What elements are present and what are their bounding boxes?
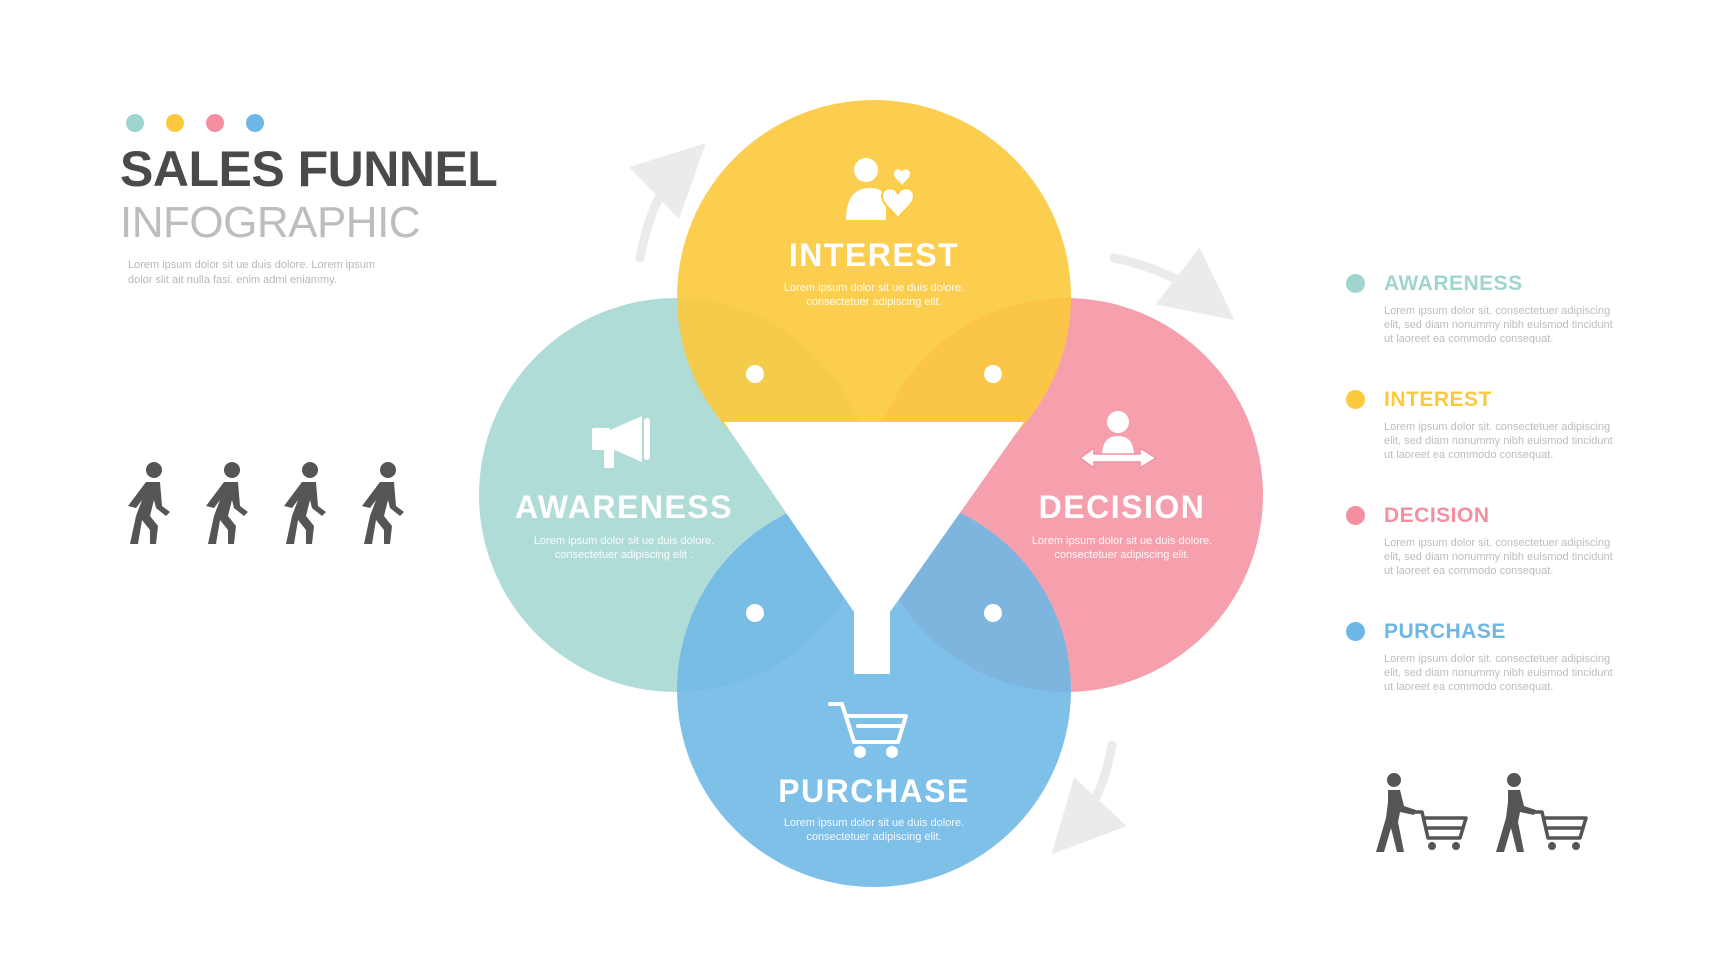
person-decision-icon xyxy=(1078,411,1158,470)
overlap-dot xyxy=(984,365,1002,383)
interest-desc-line1: Lorem ipsum dolor sit ue duis dolore. xyxy=(784,282,964,294)
interest-label: INTEREST xyxy=(789,237,959,273)
person-pushing-cart-icon xyxy=(1376,773,1468,852)
legend-dot xyxy=(1346,390,1365,409)
legend-title: INTEREST xyxy=(1384,388,1492,411)
legend-dot xyxy=(1346,506,1365,525)
dot-interest xyxy=(166,114,184,132)
legend-desc: Lorem ipsum dolor sit. consectetuer adip… xyxy=(1384,305,1613,345)
legend-dot xyxy=(1346,622,1365,641)
legend-desc: Lorem ipsum dolor sit. consectetuer adip… xyxy=(1384,537,1613,577)
legend-item-decision: DECISION Lorem ipsum dolor sit. consecte… xyxy=(1346,502,1626,618)
interest-stage: INTEREST Lorem ipsum dolor sit ue duis d… xyxy=(784,158,964,308)
curved-arrow-icon xyxy=(1109,247,1235,321)
purchase-desc-line2: consectetuer adipiscing elit. xyxy=(806,831,941,843)
interest-circle xyxy=(677,100,1071,494)
page-title: SALES FUNNEL xyxy=(120,141,498,197)
purchase-desc-line1: Lorem ipsum dolor sit ue duis dolore. xyxy=(784,817,964,829)
dot-decision xyxy=(206,114,224,132)
legend-item-awareness: AWARENESS Lorem ipsum dolor sit. consect… xyxy=(1346,270,1626,386)
person-pushing-cart-icon xyxy=(1496,773,1588,852)
purchase-circle xyxy=(677,493,1071,887)
megaphone-icon xyxy=(592,416,650,468)
walking-people xyxy=(124,460,408,544)
purchase-stage: PURCHASE Lorem ipsum dolor sit ue duis d… xyxy=(778,702,970,843)
awareness-desc-line1: Lorem ipsum dolor sit ue duis dolore. xyxy=(534,535,714,547)
legend-item-purchase: PURCHASE Lorem ipsum dolor sit. consecte… xyxy=(1346,618,1626,734)
legend-title: DECISION xyxy=(1384,504,1490,527)
awareness-desc-line2: consectetuer adipiscing elit . xyxy=(555,549,693,561)
legend-dot xyxy=(1346,274,1365,293)
awareness-stage: AWARENESS Lorem ipsum dolor sit ue duis … xyxy=(515,416,733,561)
overlap-dot xyxy=(984,604,1002,622)
curved-arrow-icon xyxy=(1051,740,1127,855)
dot-awareness xyxy=(126,114,144,132)
walking-person-icon xyxy=(362,462,404,544)
page-subtitle: INFOGRAPHIC xyxy=(120,198,421,247)
legend-desc: Lorem ipsum dolor sit. consectetuer adip… xyxy=(1384,421,1613,461)
legend-desc: Lorem ipsum dolor sit. consectetuer adip… xyxy=(1384,653,1613,693)
overlap-dot xyxy=(746,365,764,383)
person-heart-icon xyxy=(846,158,916,221)
dot-purchase xyxy=(246,114,264,132)
interest-desc-line2: consectetuer adipiscing elit. xyxy=(806,296,941,308)
decision-desc-line2: consectetuer adipiscing elit. xyxy=(1054,549,1189,561)
walking-person-icon xyxy=(128,462,170,544)
legend-title: AWARENESS xyxy=(1384,272,1523,295)
legend-item-interest: INTEREST Lorem ipsum dolor sit. consecte… xyxy=(1346,386,1626,502)
cart-people xyxy=(1370,772,1590,852)
awareness-label: AWARENESS xyxy=(515,489,733,525)
shopping-cart-icon xyxy=(828,702,908,758)
walking-person-icon xyxy=(206,462,248,544)
funnel-icon xyxy=(724,422,1024,674)
curved-arrow-icon xyxy=(629,142,706,263)
purchase-label: PURCHASE xyxy=(778,773,970,809)
walking-person-icon xyxy=(284,462,326,544)
decision-desc-line1: Lorem ipsum dolor sit ue duis dolore. xyxy=(1032,535,1212,547)
color-dots xyxy=(126,114,264,132)
overlap-dot xyxy=(746,604,764,622)
legend: AWARENESS Lorem ipsum dolor sit. consect… xyxy=(1346,270,1626,734)
decision-stage: DECISION Lorem ipsum dolor sit ue duis d… xyxy=(1032,411,1212,561)
decision-label: DECISION xyxy=(1039,489,1206,525)
legend-title: PURCHASE xyxy=(1384,620,1506,643)
intro-description: Lorem ipsum dolor sit ue duis dolore. Lo… xyxy=(128,259,376,286)
